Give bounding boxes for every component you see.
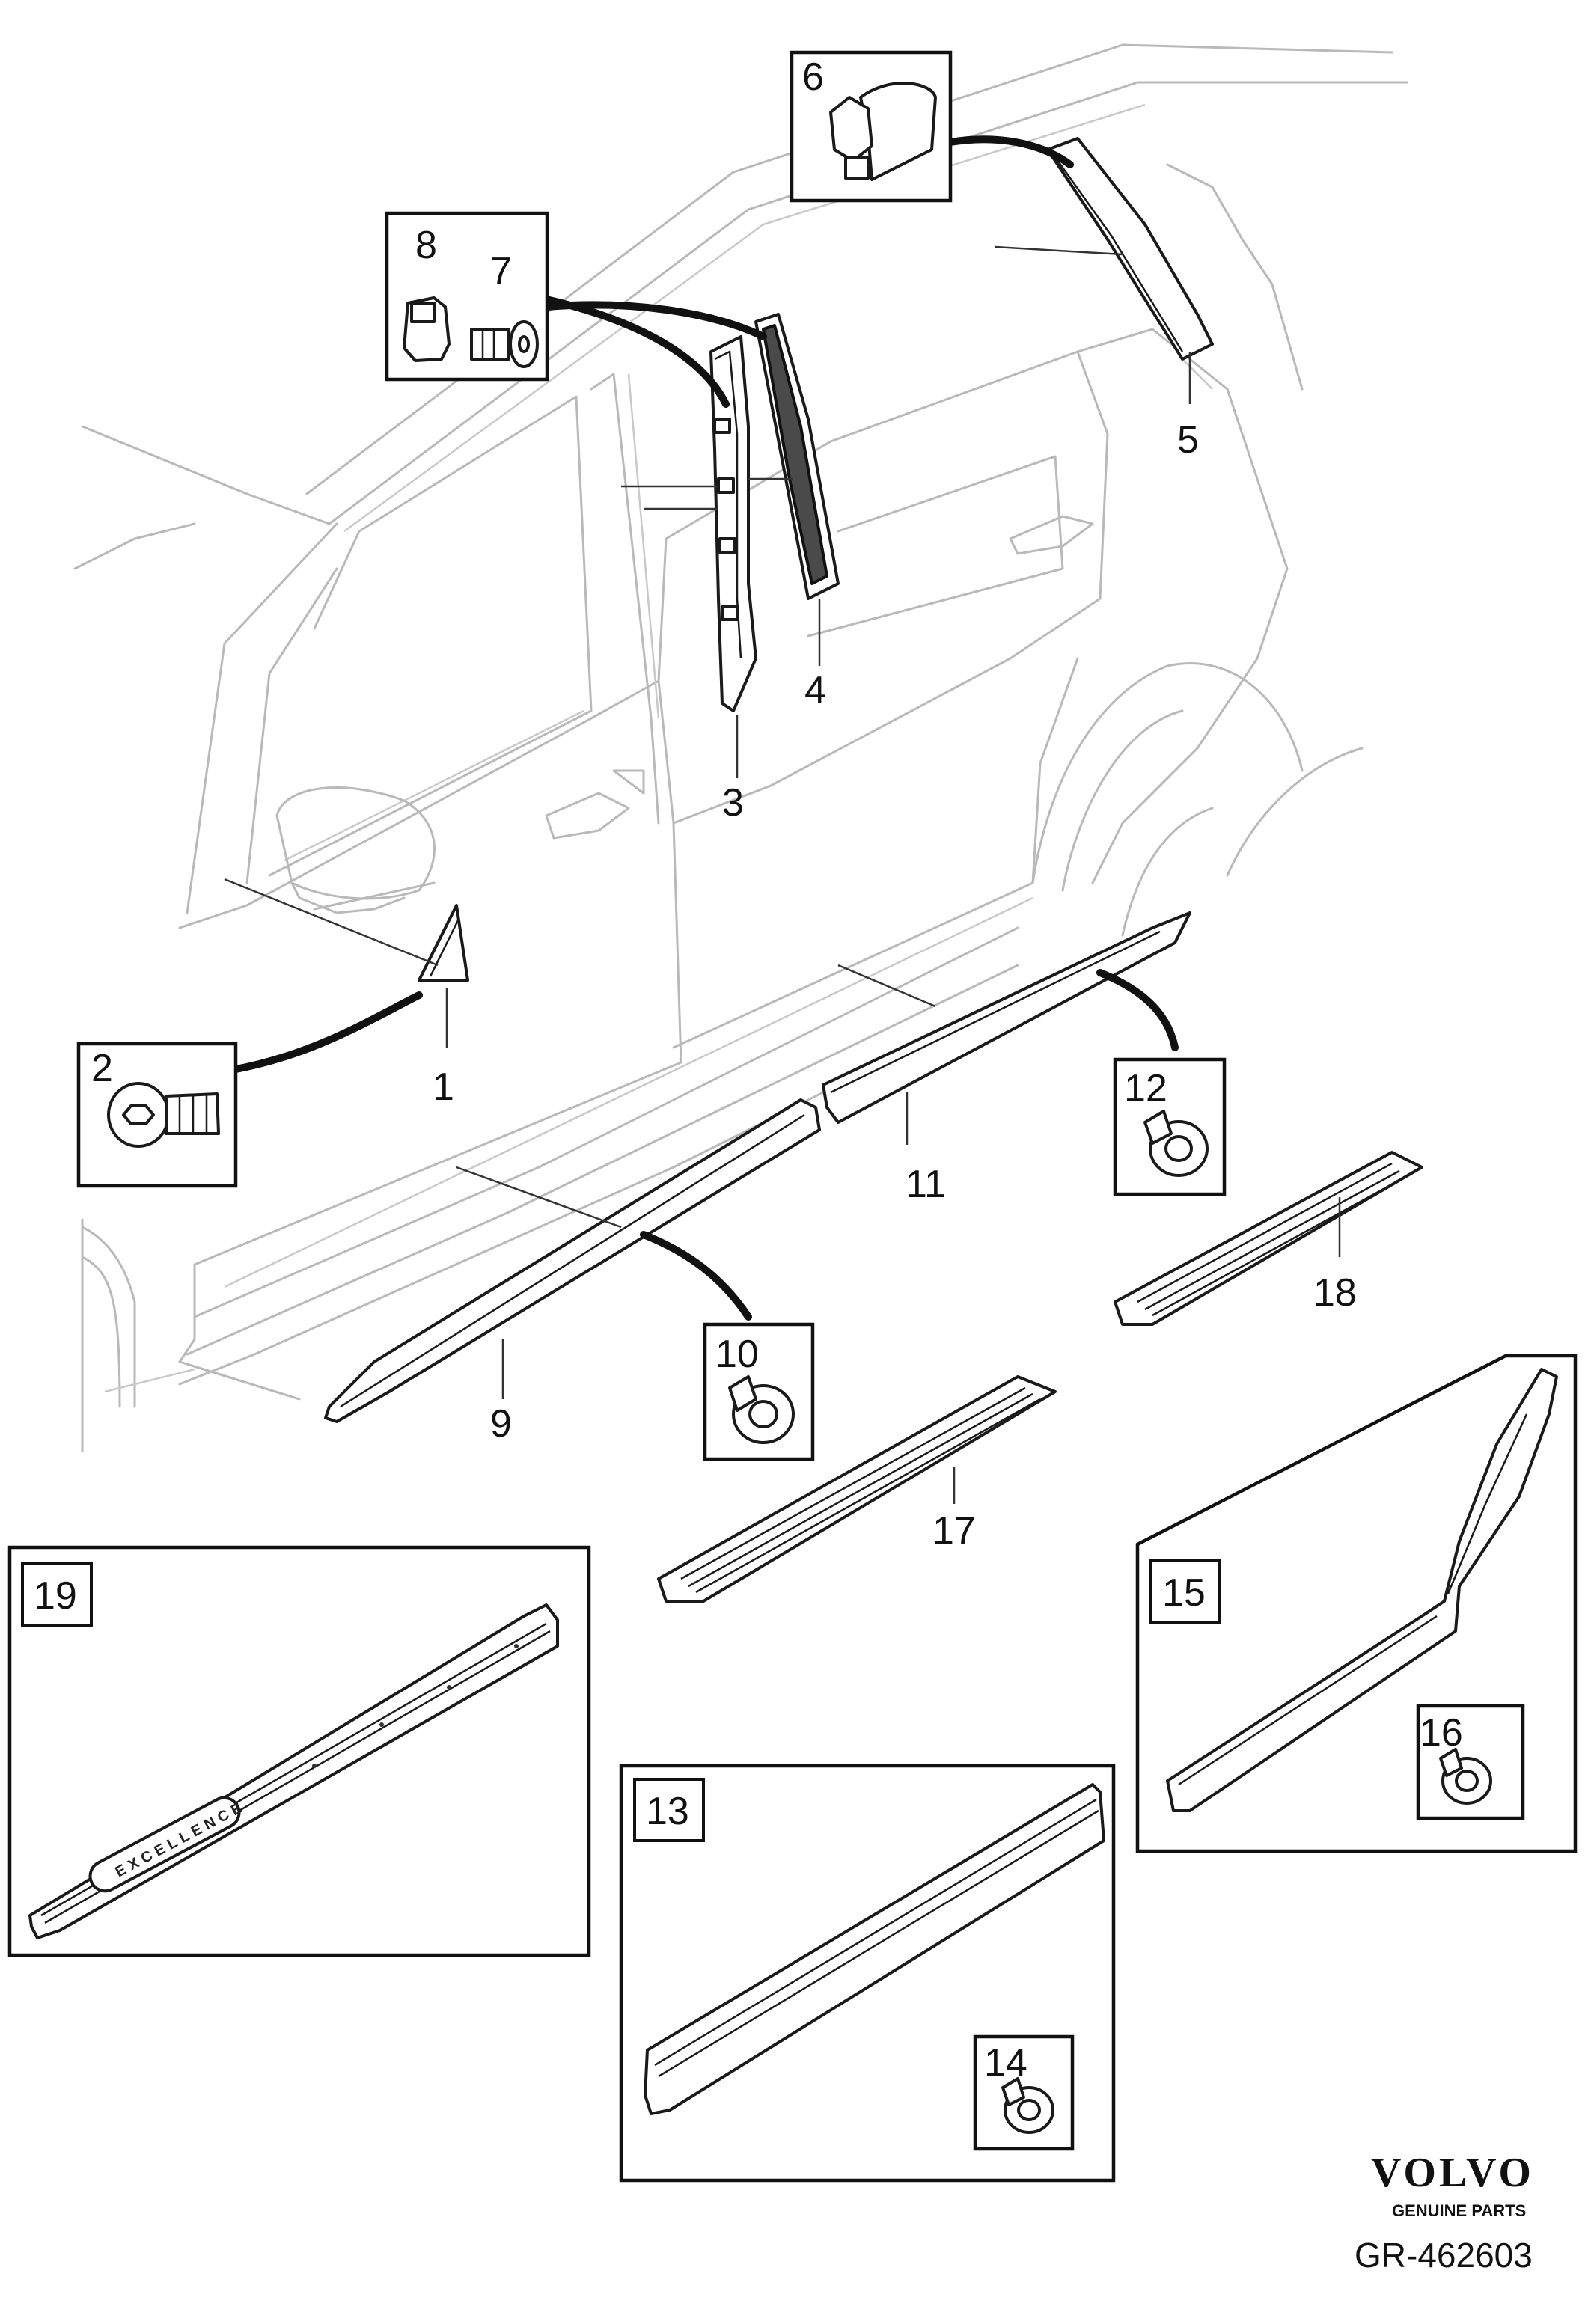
- part-b-pillar-trim: [621, 335, 757, 778]
- detail-box-15: [1135, 1354, 1578, 1853]
- part-mirror-triangle-trim: [224, 878, 469, 1048]
- callout-19: 19: [34, 1574, 77, 1618]
- detail-box-19: EXCELLENCE: [7, 1545, 591, 1957]
- callout-7: 7: [490, 250, 512, 293]
- part-front-door-moulding: [324, 1098, 821, 1423]
- part-b-pillar-applique: [748, 313, 840, 666]
- volvo-logo-text: VOLVO: [1371, 2150, 1534, 2196]
- part-rear-door-moulding: [822, 911, 1191, 1145]
- car-body-outline: [73, 43, 1408, 1453]
- callout-16: 16: [1420, 1711, 1463, 1755]
- detail-box-2: [76, 1042, 238, 1188]
- callout-9: 9: [490, 1402, 512, 1446]
- detail-box-12: [1113, 1057, 1227, 1196]
- callout-11: 11: [906, 1163, 946, 1206]
- callout-14: 14: [984, 2041, 1027, 2085]
- callout-connectors: [228, 135, 1476, 1946]
- part-front-sill-plate: [657, 1375, 1057, 1603]
- brand-block: VOLVO GENUINE PARTS GR-462603: [1355, 2150, 1534, 2275]
- genuine-parts-text: GENUINE PARTS: [1392, 2201, 1526, 2220]
- callout-15: 15: [1162, 1571, 1206, 1615]
- detail-box-6: [790, 50, 953, 203]
- callout-2: 2: [91, 1047, 113, 1090]
- callout-17: 17: [932, 1509, 976, 1553]
- callout-18: 18: [1313, 1271, 1357, 1315]
- callout-5: 5: [1177, 418, 1199, 462]
- callout-1: 1: [433, 1065, 454, 1109]
- part-rear-sill-plate: [1114, 1151, 1423, 1326]
- callout-3: 3: [722, 781, 744, 825]
- detail-box-10: [703, 1322, 815, 1461]
- diagram-reference: GR-462603: [1355, 2236, 1533, 2275]
- callout-6: 6: [802, 55, 824, 99]
- callout-labels: 1 2 3 4 5 6 7 8 9 10 11 12 14 16 17 18 1…: [21, 55, 1463, 2085]
- callout-13: 13: [646, 1790, 689, 1833]
- detail-box-7-8: [385, 211, 549, 382]
- callout-4: 4: [804, 669, 826, 712]
- callout-12: 12: [1124, 1067, 1167, 1110]
- part-d-pillar-trim: [995, 137, 1214, 404]
- callout-10: 10: [715, 1333, 759, 1376]
- callout-8: 8: [415, 224, 437, 267]
